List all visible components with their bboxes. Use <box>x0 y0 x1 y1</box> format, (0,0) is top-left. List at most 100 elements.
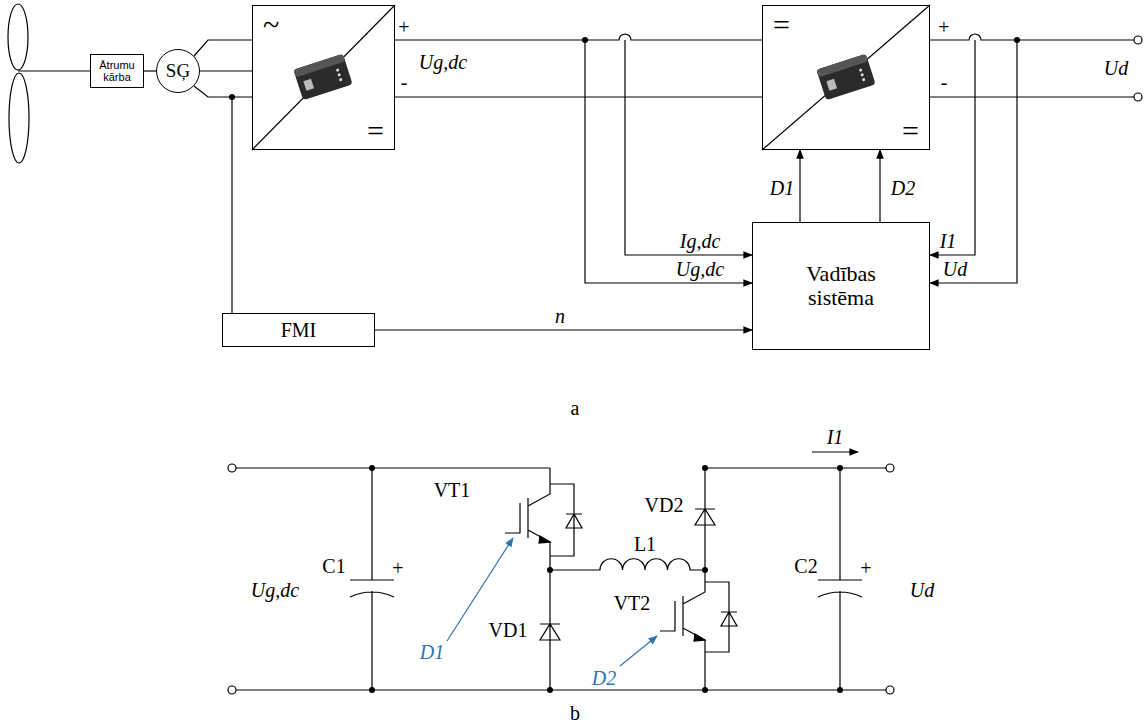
converter-icon <box>859 68 863 72</box>
component-label: VD1 <box>489 620 528 640</box>
connector-line <box>879 150 880 222</box>
polarity-sign: + <box>860 558 871 578</box>
current-label: I1 <box>827 427 844 447</box>
voltage-label: Ud <box>1104 58 1128 78</box>
connector-line <box>585 40 752 283</box>
node-text: Vadības sistēma <box>781 262 901 310</box>
signal-label: D1 <box>768 178 796 198</box>
converter-icon <box>293 54 345 78</box>
schematic-dots <box>369 465 843 693</box>
output-wires <box>930 96 1134 97</box>
connector-line <box>930 40 975 255</box>
node-text: Ātrumu kārba <box>94 59 140 83</box>
output-wires <box>930 34 1134 40</box>
control-system-box: Vadības sistēma <box>752 222 930 350</box>
node-text: = <box>902 114 919 147</box>
converter-schematic <box>660 570 705 690</box>
converter-icon <box>816 54 875 101</box>
converter-schematic <box>818 468 862 690</box>
signal-label: Ug,dc <box>674 259 726 279</box>
signal-label: n <box>553 306 567 326</box>
voltage-label: Ug,dc <box>419 52 467 72</box>
duty-cycle-label: D1 <box>420 642 444 662</box>
schematic-dots <box>702 687 708 693</box>
schematic-dots <box>837 687 843 693</box>
polarity-sign: - <box>401 72 408 92</box>
voltage-label: Ug,dc <box>251 580 299 600</box>
voltage-label: Ud <box>910 580 934 600</box>
connector-line <box>144 70 156 71</box>
converter-schematic <box>694 634 705 641</box>
polarity-sign: + <box>398 17 409 37</box>
converter-schematic <box>705 467 886 468</box>
converter-schematic <box>228 686 236 694</box>
connector-line <box>799 150 800 222</box>
subfigure-label: a <box>571 398 580 418</box>
node-text: FMI <box>281 319 317 341</box>
output-wires <box>1134 36 1142 44</box>
converter-schematic <box>886 686 894 694</box>
component-label: C1 <box>322 556 345 576</box>
converter-icon <box>303 79 314 91</box>
converter-schematic <box>550 484 582 556</box>
converter-icon <box>860 73 864 77</box>
converter-icon <box>336 68 340 72</box>
converter-schematic <box>228 464 236 472</box>
converter-schematic <box>540 570 560 690</box>
generator-circle: SĢ <box>156 49 200 93</box>
node-text: = <box>773 8 790 41</box>
converter-schematic <box>228 452 894 694</box>
converter-schematic <box>695 468 715 570</box>
converter-icon <box>862 78 866 82</box>
connector-line <box>625 40 752 255</box>
polarity-sign: + <box>392 558 403 578</box>
rectifier-box: ~= <box>252 5 395 150</box>
component-label: L1 <box>634 534 656 554</box>
component-label: VT2 <box>614 593 651 613</box>
signal-label: D2 <box>889 178 917 198</box>
wind-rotor <box>8 4 28 70</box>
schematic-dots <box>702 567 708 573</box>
signal-label: I1 <box>938 231 959 251</box>
component-label: VT1 <box>434 480 471 500</box>
converter-icon <box>337 73 341 77</box>
node-text: SĢ <box>166 61 190 82</box>
wind-rotor <box>8 4 90 163</box>
signal-label: Ud <box>941 259 969 279</box>
converter-schematic <box>812 451 858 452</box>
gate-leader-line <box>620 636 657 666</box>
converter-diagonals <box>252 5 395 150</box>
converter-schematic <box>886 464 894 472</box>
schematic-dots <box>702 465 708 471</box>
connector-line <box>194 40 252 97</box>
converter-schematic <box>705 582 737 652</box>
output-wires <box>1134 93 1142 101</box>
converter-icon <box>816 54 868 78</box>
node-text: ~ <box>263 8 279 41</box>
schematic-dots <box>547 567 553 573</box>
converter-schematic <box>350 468 394 690</box>
component-label: VD2 <box>645 495 684 515</box>
converter-icon <box>816 54 875 101</box>
signal-label: Ig,dc <box>678 231 723 251</box>
component-label: C2 <box>794 556 817 576</box>
gearbox-box: Ātrumu kārba <box>90 54 144 88</box>
wind-rotor <box>9 73 29 163</box>
converter-icon <box>293 54 352 101</box>
converter-schematic <box>539 536 550 543</box>
schematic-dots <box>837 465 843 471</box>
output-wires <box>930 34 1142 101</box>
schematic-dots <box>369 465 375 471</box>
converter-schematic <box>236 689 886 690</box>
frequency-meter-box: FMI <box>222 313 375 347</box>
converter-icon <box>293 54 352 101</box>
node-text: = <box>367 114 384 147</box>
dc-dc-converter-box: == <box>762 5 930 150</box>
wind-rotor <box>18 70 90 71</box>
converter-icon <box>339 78 343 82</box>
subfigure-label: b <box>570 703 580 723</box>
schematic-dots <box>369 687 375 693</box>
